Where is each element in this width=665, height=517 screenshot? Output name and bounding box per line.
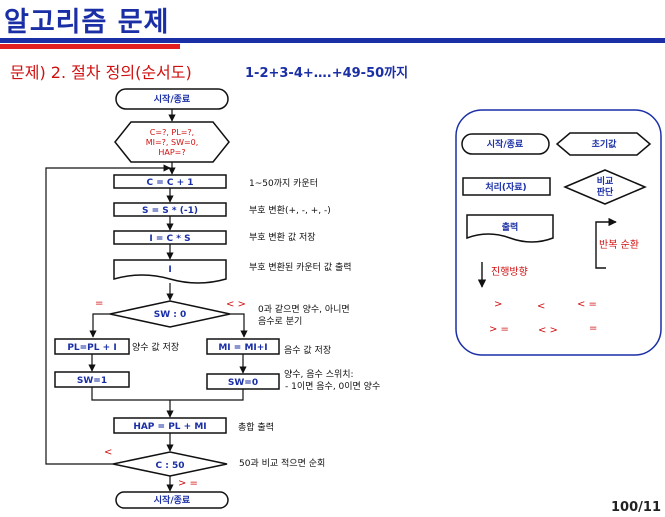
legend-op-le: < = xyxy=(577,299,597,310)
note-sign: 부호 변환(+, -, +, -) xyxy=(249,204,331,216)
legend-decision xyxy=(563,169,647,205)
legend-op-ne: < > xyxy=(538,325,558,336)
note-store: 부호 변환 값 저장 xyxy=(249,231,316,243)
eq-label: = xyxy=(95,298,103,309)
title-underline-blue xyxy=(0,38,665,43)
note-total: 총합 출력 xyxy=(238,421,274,433)
process-hap-label: HAP = PL + MI xyxy=(133,422,206,432)
note-positive: 양수 값 저장 xyxy=(132,341,179,353)
legend-decision-2: 판단 xyxy=(597,186,614,198)
start-label: 시작/종료 xyxy=(154,94,191,105)
legend-process-label: 처리(자료) xyxy=(485,181,526,193)
note-branch-1: 0과 같으면 양수, 아니면 xyxy=(258,303,350,315)
note-branch-2: 음수로 분기 xyxy=(258,316,302,327)
title-underline-red xyxy=(0,44,180,49)
legend-op-eq: = xyxy=(589,323,597,334)
output-label: I xyxy=(168,265,171,275)
output-document xyxy=(113,259,227,284)
legend-direction-label: 진행방향 xyxy=(491,266,528,278)
legend-init xyxy=(555,132,652,156)
init-line-1: C=?, PL=?, xyxy=(150,128,194,137)
note-output: 부호 변환된 카운터 값 출력 xyxy=(249,261,352,273)
page-number: 100/11 xyxy=(611,500,661,515)
init-line-3: HAP=? xyxy=(158,148,185,157)
lt-label: < xyxy=(104,447,112,458)
process-store-label: I = C * S xyxy=(149,234,190,244)
problem-subtitle: 문제) 2. 절차 정의(순서도) xyxy=(10,63,192,82)
note-switch-2: - 1이면 음수, 0이면 양수 xyxy=(285,381,380,392)
end-label: 시작/종료 xyxy=(154,495,191,506)
ge-label: > = xyxy=(178,478,198,489)
note-negative: 음수 값 저장 xyxy=(284,344,331,356)
process-sign-label: S = S * (-1) xyxy=(142,206,198,216)
process-sw0-label: SW=0 xyxy=(228,378,258,388)
legend-loop-label: 반복 순환 xyxy=(599,239,639,251)
decision-c-label: C : 50 xyxy=(156,461,185,471)
neq-label: < > xyxy=(226,299,246,310)
legend-terminal-label: 시작/종료 xyxy=(487,139,524,150)
process-pl-label: PL=PL + I xyxy=(67,343,116,353)
formula-text: 1-2+3-4+….+49-50까지 xyxy=(245,66,409,81)
process-sw1-label: SW=1 xyxy=(77,376,107,386)
decision-sw-label: SW : 0 xyxy=(154,310,187,320)
legend-init-label: 초기값 xyxy=(592,138,618,150)
legend-op-lt: < xyxy=(537,301,545,312)
legend-output-label: 출력 xyxy=(502,221,519,233)
decision-c xyxy=(112,451,228,477)
process-mi-label: MI = MI+I xyxy=(218,343,267,353)
legend-loop-shape xyxy=(595,217,617,269)
legend-output xyxy=(466,214,554,243)
legend-op-gt: > xyxy=(494,299,502,310)
page-title: 알고리즘 문제 xyxy=(4,7,170,38)
init-line-2: MI=?, SW=0, xyxy=(146,138,199,147)
end-terminal xyxy=(115,491,229,509)
process-counter-label: C = C + 1 xyxy=(146,178,193,188)
legend-op-ge: > = xyxy=(489,324,509,335)
note-compare: 50과 비교 적으면 순회 xyxy=(239,457,325,469)
legend-process xyxy=(462,177,551,196)
note-switch-1: 양수, 음수 스위치: xyxy=(284,368,354,380)
legend-terminal xyxy=(461,133,550,155)
legend-decision-1: 비교 xyxy=(597,175,614,187)
note-counter: 1~50까지 카운터 xyxy=(249,178,318,189)
init-hexagon xyxy=(114,121,230,163)
